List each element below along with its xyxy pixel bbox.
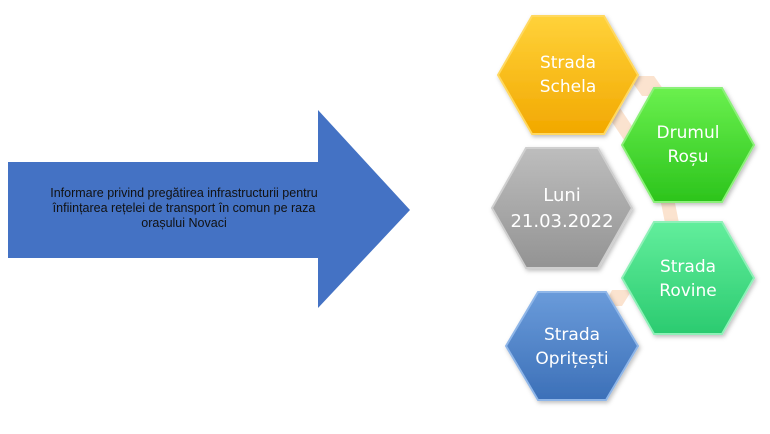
label-strada-schela-line-1: Strada <box>539 53 597 73</box>
arrow-caption-line-3: orașului Novaci <box>141 216 227 230</box>
arrow-caption-line-2: înființarea rețelei de transport în comu… <box>52 201 316 215</box>
hexagon-strada-opritesti <box>504 291 640 401</box>
label-drumul-rosu-line-1: Drumul <box>656 123 720 143</box>
label-strada-opritesti-line-2: Oprițești <box>535 349 609 369</box>
label-drumul-rosu: Drumul Roșu <box>628 121 748 169</box>
arrow-caption: Informare privind pregătirea infrastruct… <box>48 186 320 231</box>
label-luni-line-2: 21.03.2022 <box>510 211 614 232</box>
hexagon-strada-rovine <box>620 221 756 335</box>
label-drumul-rosu-line-2: Roșu <box>667 147 709 167</box>
hexagon-luni-date <box>490 147 634 269</box>
arrow-caption-line-1: Informare privind pregătirea infrastruct… <box>50 186 318 200</box>
big-arrow <box>8 110 410 308</box>
label-luni-date: Luni 21.03.2022 <box>502 183 622 235</box>
label-strada-opritesti: Strada Oprițești <box>512 323 632 371</box>
label-luni-line-1: Luni <box>543 185 581 206</box>
hexagon-strada-schela <box>496 15 640 135</box>
label-strada-rovine: Strada Rovine <box>628 255 748 303</box>
label-strada-rovine-line-1: Strada <box>659 257 717 277</box>
connector-rosu-rovine <box>660 198 680 228</box>
hexagon-drumul-rosu <box>620 87 756 203</box>
label-strada-schela: Strada Schela <box>508 51 628 99</box>
connector-schela-rosu-2 <box>612 108 632 140</box>
label-strada-schela-line-2: Schela <box>539 77 597 97</box>
label-strada-opritesti-line-1: Strada <box>543 325 601 345</box>
label-strada-rovine-line-2: Rovine <box>659 281 717 301</box>
